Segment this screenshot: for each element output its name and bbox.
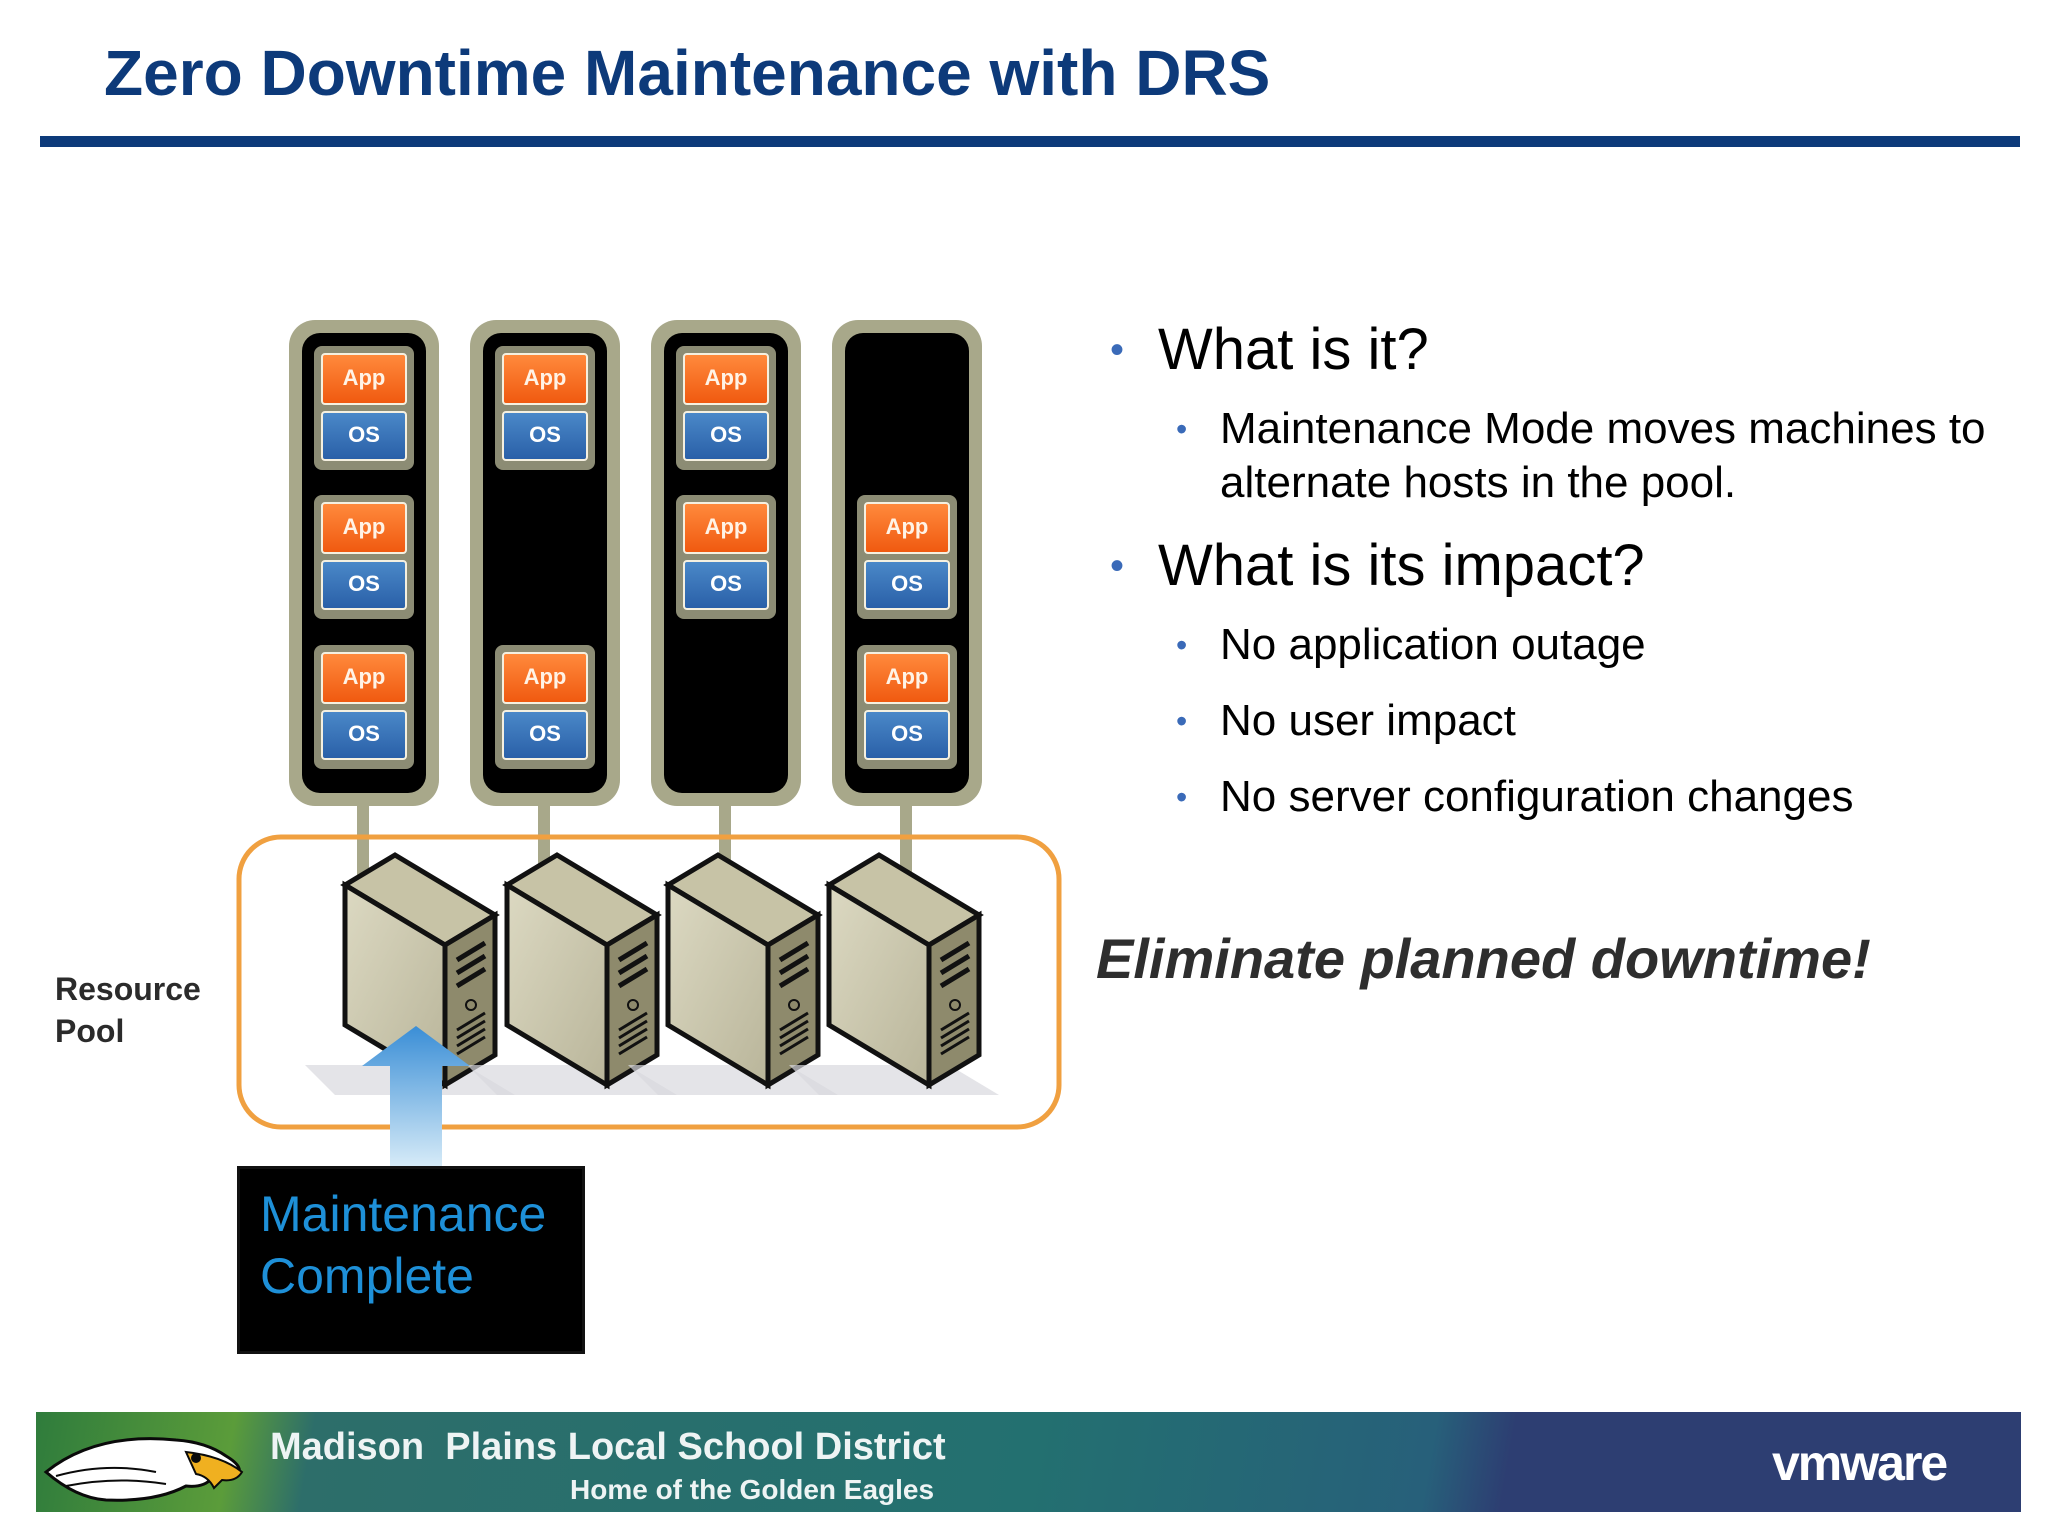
vm-app-layer: App xyxy=(683,353,769,405)
server-icon xyxy=(628,852,838,1095)
maintenance-status-box: Maintenance Complete xyxy=(237,1166,585,1354)
sub-bullet-text: No server configuration changes xyxy=(1220,772,1854,821)
slide-title: Zero Downtime Maintenance with DRS xyxy=(104,37,1271,109)
vm-app-layer: App xyxy=(683,502,769,554)
vm-app-layer: App xyxy=(321,353,407,405)
vm-os-layer: OS xyxy=(683,411,769,461)
sub-bullet-item: • No application outage xyxy=(1110,618,2040,672)
sub-bullet-item: • Maintenance Mode moves machines to alt… xyxy=(1110,402,2040,510)
title-rule xyxy=(40,136,2020,147)
vm-app-layer: App xyxy=(864,652,950,704)
footer-banner: Madison Plains Local School District Hom… xyxy=(36,1412,2021,1512)
vmware-logo: vmware xyxy=(1772,1435,1948,1491)
vm-os-layer: OS xyxy=(864,710,950,760)
vm-os-layer: OS xyxy=(502,710,588,760)
vm-os-layer: OS xyxy=(864,560,950,610)
bullet-item: • What is its impact? xyxy=(1110,532,2040,600)
vm-os-layer: OS xyxy=(321,411,407,461)
tagline: Eliminate planned downtime! xyxy=(1096,927,1871,990)
vm-app-layer: App xyxy=(321,652,407,704)
server-icon xyxy=(789,852,999,1095)
bullet-dot: • xyxy=(1176,779,1188,815)
bullet-dot: • xyxy=(1110,544,1125,588)
sub-bullet-item: • No server configuration changes xyxy=(1110,770,2040,824)
bullet-dot: • xyxy=(1176,411,1188,447)
bullet-item: • What is it? xyxy=(1110,316,2040,384)
sub-bullet-text: Maintenance Mode moves machines to alter… xyxy=(1220,404,1986,507)
vm-app-layer: App xyxy=(502,652,588,704)
eagle-icon xyxy=(43,1437,244,1502)
sub-bullet-item: • No user impact xyxy=(1110,694,2040,748)
bullet-text: What is it? xyxy=(1158,317,1429,382)
footer-subtitle: Home of the Golden Eagles xyxy=(570,1474,935,1505)
vm-os-layer: OS xyxy=(683,560,769,610)
bullet-text: What is its impact? xyxy=(1158,533,1645,598)
bullet-dot: • xyxy=(1176,627,1188,663)
sub-bullet-text: No application outage xyxy=(1220,620,1646,669)
footer-title: Madison Plains Local School District xyxy=(270,1426,946,1468)
maintenance-status-text: Maintenance Complete xyxy=(260,1186,547,1304)
server-icon xyxy=(467,852,677,1095)
resource-pool-border xyxy=(236,834,1062,1130)
bullet-dot: • xyxy=(1110,328,1125,372)
vm-os-layer: OS xyxy=(321,710,407,760)
vm-os-layer: OS xyxy=(502,411,588,461)
vm-app-layer: App xyxy=(502,353,588,405)
bullet-dot: • xyxy=(1176,703,1188,739)
vm-app-layer: App xyxy=(864,502,950,554)
vm-os-layer: OS xyxy=(321,560,407,610)
vm-app-layer: App xyxy=(321,502,407,554)
bullet-list: • What is it? • Maintenance Mode moves m… xyxy=(1110,316,2040,846)
up-arrow-icon xyxy=(362,1026,470,1168)
sub-bullet-text: No user impact xyxy=(1220,696,1516,745)
resource-pool-label: Resource Pool xyxy=(55,971,201,1049)
